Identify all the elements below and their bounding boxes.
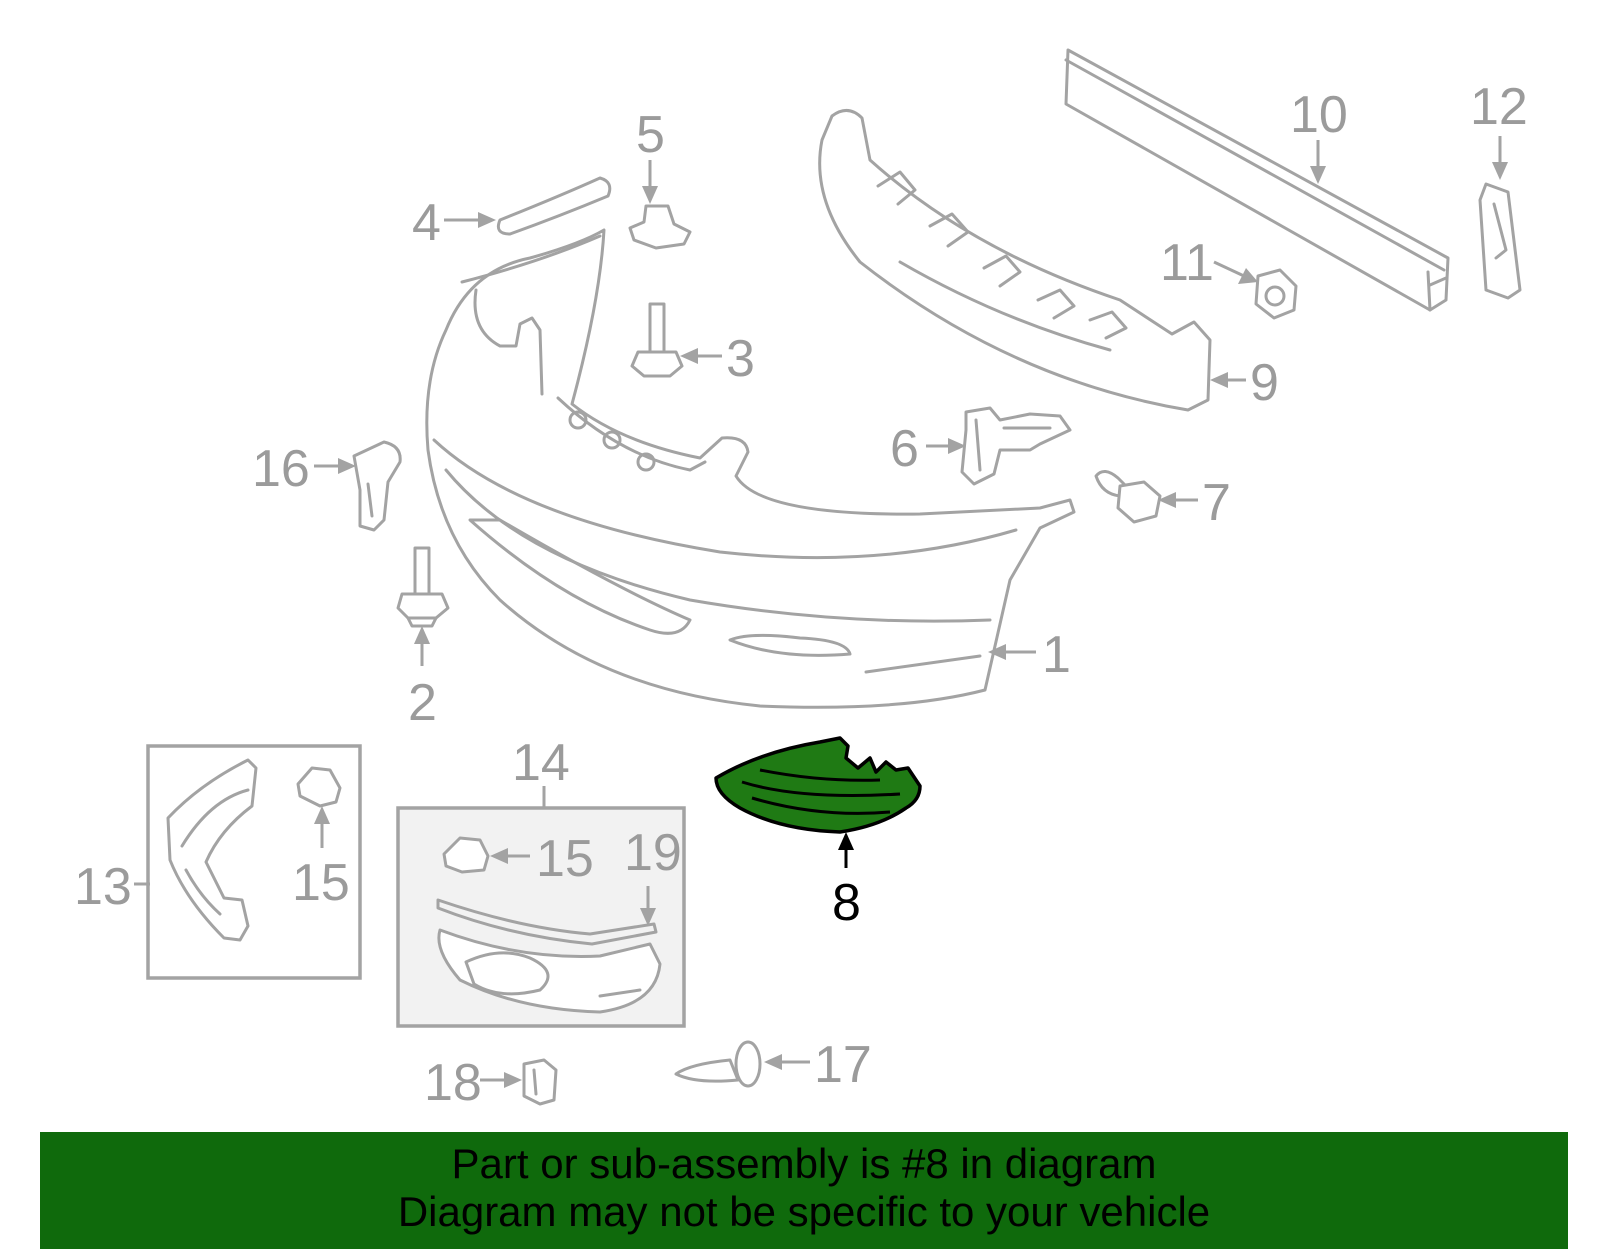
part-4-reflector[interactable] [496, 176, 612, 236]
callout-labels: 1 2 3 4 5 6 7 8 9 10 11 12 13 14 15 15 1… [74, 78, 1528, 1112]
callout-3: 3 [726, 330, 755, 388]
callout-14: 14 [512, 734, 570, 792]
callout-2: 2 [408, 674, 437, 732]
callout-7: 7 [1202, 474, 1231, 532]
part-16-bracket[interactable] [352, 440, 402, 532]
callout-4: 4 [412, 194, 441, 252]
part-1-bumper-cover[interactable] [425, 228, 1076, 709]
part-8-grille-highlighted[interactable] [714, 736, 922, 834]
callout-17: 17 [814, 1036, 872, 1094]
leader-lines [134, 136, 1508, 1088]
part-6-bracket[interactable] [960, 406, 1072, 486]
part-9-energy-absorber[interactable] [818, 109, 1212, 412]
callout-11: 11 [1160, 234, 1214, 292]
callout-13: 13 [74, 858, 132, 916]
callout-10: 10 [1290, 86, 1348, 144]
part-2-bolt[interactable] [396, 546, 450, 628]
callout-18: 18 [424, 1054, 482, 1112]
part-12-bracket[interactable] [1478, 182, 1522, 300]
callout-1: 1 [1042, 626, 1071, 684]
part-17-screw[interactable] [674, 1040, 762, 1088]
leader-line-8 [838, 832, 854, 868]
callout-19: 19 [624, 824, 682, 882]
callout-16: 16 [252, 440, 310, 498]
callout-9: 9 [1250, 354, 1279, 412]
part-7-screw[interactable] [1094, 470, 1162, 524]
callout-15b: 15 [536, 830, 594, 888]
part-13-box[interactable] [146, 744, 362, 980]
callout-5: 5 [636, 106, 665, 164]
part-10-reinforcement-bar[interactable] [1064, 48, 1450, 312]
callout-15a: 15 [292, 854, 350, 912]
part-5-clip[interactable] [628, 204, 692, 250]
callout-8: 8 [832, 874, 861, 932]
part-3-bolt[interactable] [630, 302, 684, 378]
callout-6: 6 [890, 420, 919, 478]
banner-line-1: Part or sub-assembly is #8 in diagram [451, 1140, 1157, 1187]
banner-line-2: Diagram may not be specific to your vehi… [397, 1188, 1211, 1235]
part-11-nut[interactable] [1254, 268, 1298, 320]
part-14-box[interactable] [396, 806, 686, 1028]
notice-banner: Part or sub-assembly is #8 in diagram Di… [40, 1132, 1568, 1249]
callout-12: 12 [1470, 78, 1528, 136]
part-18-clip[interactable] [522, 1058, 558, 1106]
